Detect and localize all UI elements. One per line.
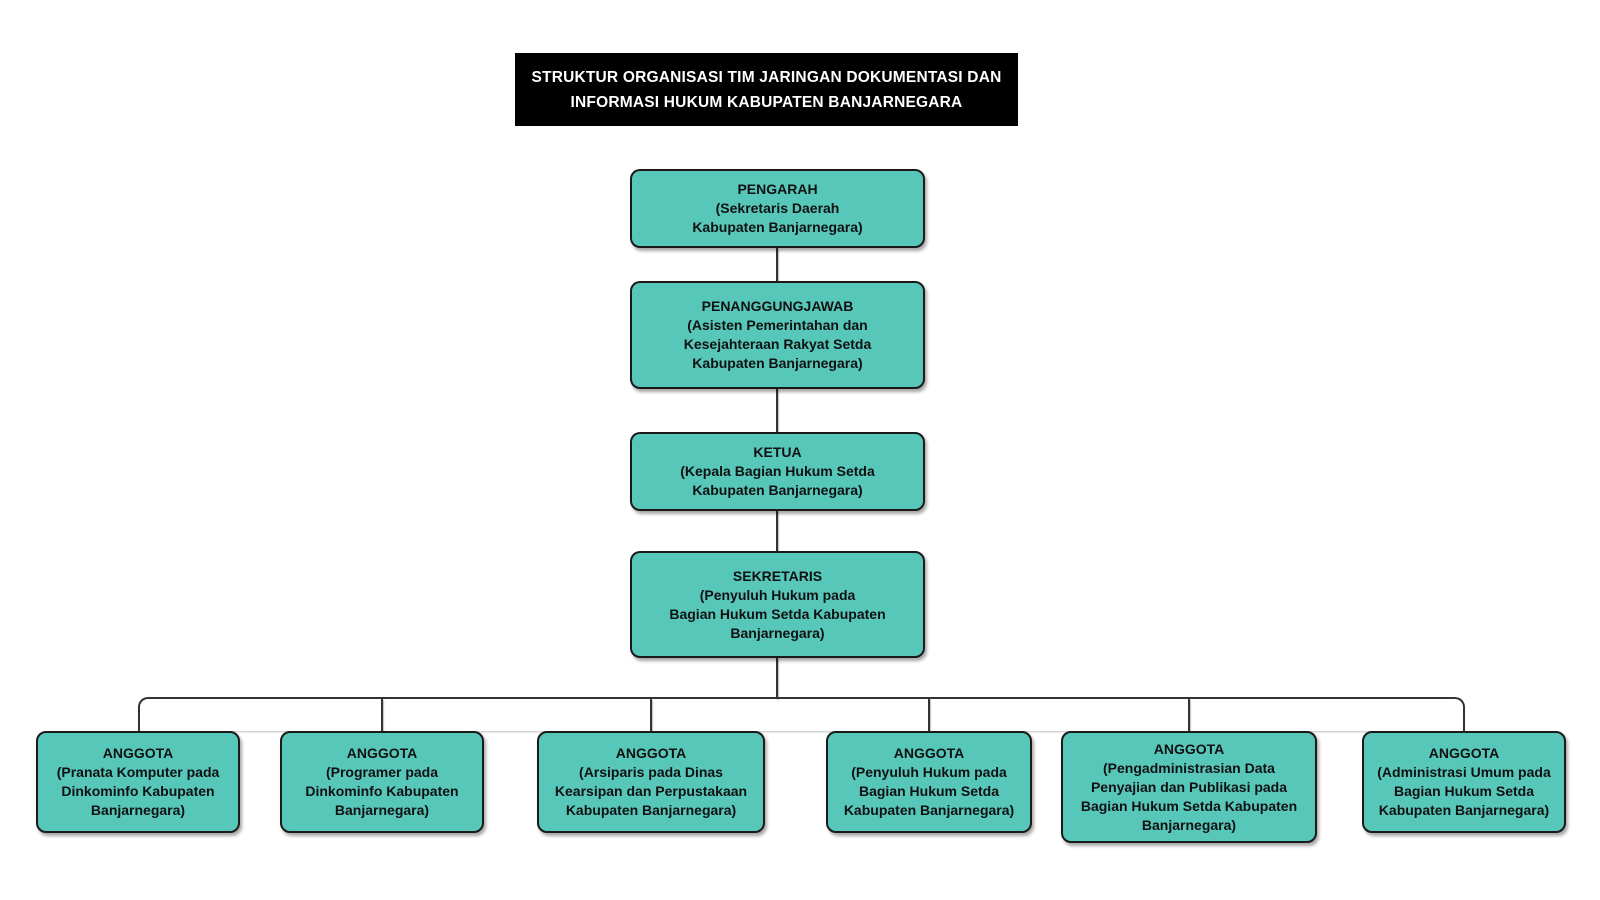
node-anggota-pengadministrasian: ANGGOTA (Pengadministrasian Data Penyaji… — [1061, 731, 1317, 843]
node-anggota-penyuluh-hukum: ANGGOTA (Penyuluh Hukum pada Bagian Huku… — [826, 731, 1032, 833]
node-sekretaris: SEKRETARIS (Penyuluh Hukum pada Bagian H… — [630, 551, 925, 658]
node-anggota-programer: ANGGOTA (Programer pada Dinkominfo Kabup… — [280, 731, 484, 833]
node-ketua: KETUA (Kepala Bagian Hukum Setda Kabupat… — [630, 432, 925, 511]
node-sekretaris-label: SEKRETARIS (Penyuluh Hukum pada Bagian H… — [669, 567, 886, 641]
connector-pengarah-penanggungjawab — [776, 248, 778, 281]
node-anggota-2-label: ANGGOTA (Programer pada Dinkominfo Kabup… — [305, 745, 459, 818]
node-anggota-5-label: ANGGOTA (Pengadministrasian Data Penyaji… — [1080, 740, 1298, 833]
node-pengarah-label: PENGARAH (Sekretaris Daerah Kabupaten Ba… — [692, 181, 863, 235]
connector-penanggungjawab-ketua — [776, 389, 778, 432]
connector-ketua-sekretaris — [776, 511, 778, 551]
connector-drop-anggota-4 — [928, 699, 930, 731]
node-anggota-pranata-komputer: ANGGOTA (Pranata Komputer pada Dinkominf… — [36, 731, 240, 833]
node-anggota-3-label: ANGGOTA (Arsiparis pada Dinas Kearsipan … — [554, 745, 748, 818]
chart-title-banner: STRUKTUR ORGANISASI TIM JARINGAN DOKUMEN… — [515, 53, 1018, 126]
connector-members-harness — [138, 697, 1465, 731]
chart-title: STRUKTUR ORGANISASI TIM JARINGAN DOKUMEN… — [531, 68, 1002, 111]
node-anggota-4-label: ANGGOTA (Penyuluh Hukum pada Bagian Huku… — [843, 745, 1015, 818]
connector-drop-anggota-5 — [1188, 699, 1190, 731]
node-anggota-administrasi-umum: ANGGOTA (Administrasi Umum pada Bagian H… — [1362, 731, 1566, 833]
node-anggota-6-label: ANGGOTA (Administrasi Umum pada Bagian H… — [1377, 745, 1551, 818]
connector-drop-anggota-3 — [650, 699, 652, 731]
node-penanggungjawab-label: PENANGGUNGJAWAB (Asisten Pemerintahan da… — [683, 298, 872, 371]
node-pengarah: PENGARAH (Sekretaris Daerah Kabupaten Ba… — [630, 169, 925, 248]
node-penanggungjawab: PENANGGUNGJAWAB (Asisten Pemerintahan da… — [630, 281, 925, 389]
connector-sekretaris-harness — [776, 658, 778, 699]
node-anggota-arsiparis: ANGGOTA (Arsiparis pada Dinas Kearsipan … — [537, 731, 765, 833]
connector-drop-anggota-2 — [381, 699, 383, 731]
node-anggota-1-label: ANGGOTA (Pranata Komputer pada Dinkominf… — [56, 745, 220, 818]
node-ketua-label: KETUA (Kepala Bagian Hukum Setda Kabupat… — [680, 444, 875, 498]
